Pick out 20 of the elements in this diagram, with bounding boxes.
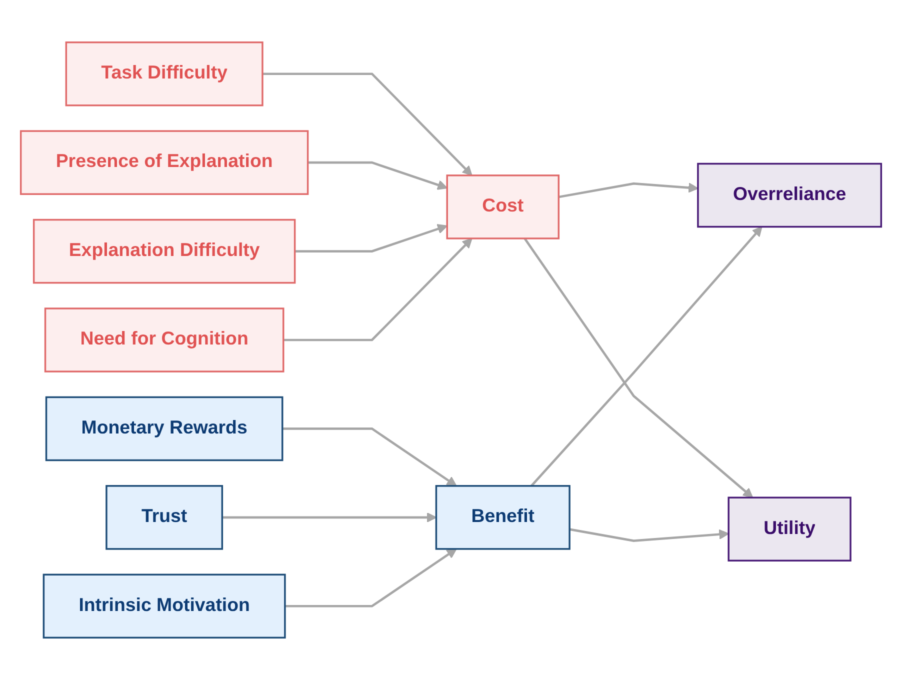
arrow [222,512,436,522]
node-box: Intrinsic Motivation [42,573,286,638]
arrow [307,160,448,190]
node-box: Task Difficulty [64,40,263,106]
node-box: Trust [105,484,223,550]
node-box: Monetary Rewards [44,396,283,461]
node-box: Cost [446,174,560,239]
node-box: Need for Cognition [44,307,284,372]
arrow [282,237,472,341]
node-box: Benefit [434,484,570,550]
arrow [282,427,456,486]
node-box: Presence of Explanation [19,130,308,194]
node-box: Explanation Difficulty [32,218,296,284]
arrow [262,72,472,176]
arrow [558,182,698,198]
node-box: Utility [727,496,851,561]
arrow [294,223,448,252]
arrow [284,548,456,607]
arrow [568,528,729,542]
node-box: Overreliance [696,162,882,228]
